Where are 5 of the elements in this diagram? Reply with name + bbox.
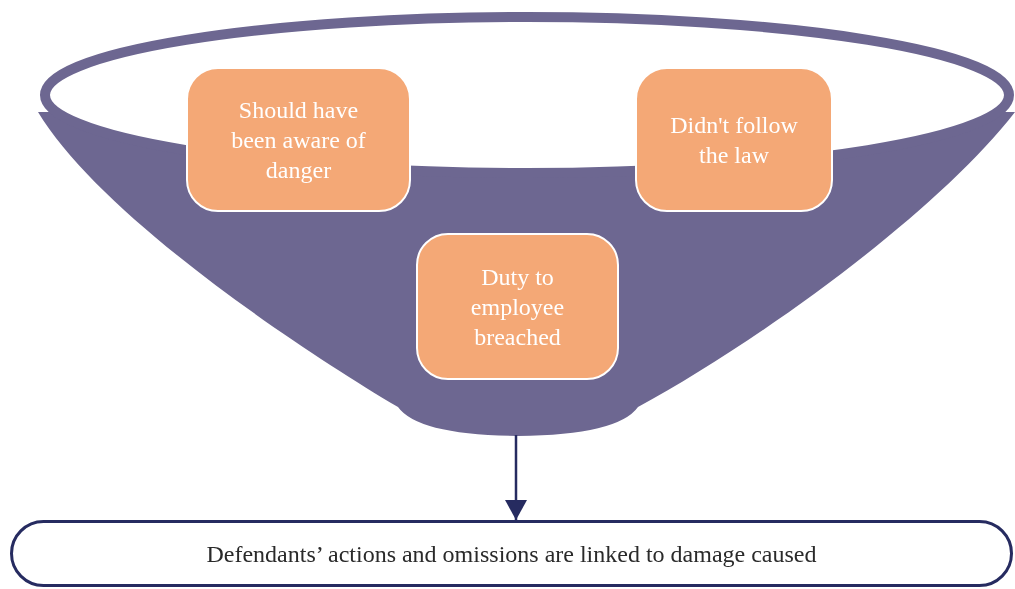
result-box: Defendants’ actions and omissions are linked to damage caused [10,520,1013,587]
arrow [505,435,527,520]
rounded-box: Should have been aware of danger [186,67,411,212]
rounded-box: Didn't follow the law [635,67,833,212]
rounded-box: Duty to employee breached [416,233,619,380]
